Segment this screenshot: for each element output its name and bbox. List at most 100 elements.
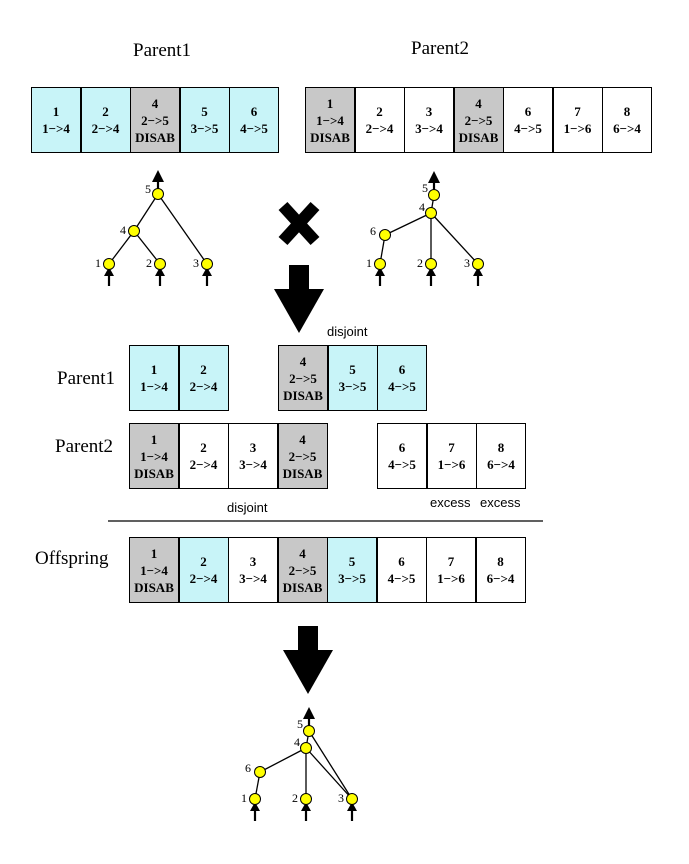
gene-status: DISAB (310, 129, 350, 145)
gene-innov: 5 (201, 104, 208, 119)
network-node (472, 258, 484, 270)
gene-conn: 4−>5 (240, 121, 268, 136)
gene-innov: 6 (524, 104, 532, 119)
input-arrow-head (202, 267, 212, 276)
offspring-row-label: Offspring (35, 548, 109, 569)
parent1-network: 1 2 3 4 5 (95, 170, 213, 286)
input-arrow-head (104, 267, 114, 276)
gene-innov: 6 (398, 362, 406, 377)
gene-conn: 3−>4 (415, 121, 443, 136)
gene-innov: 1 (150, 362, 158, 377)
gene-conn: 2−>5 (288, 562, 317, 578)
input-arrow-head (426, 267, 436, 276)
gene-conn: 3−>4 (239, 457, 267, 472)
gene-innov: 6 (398, 554, 405, 569)
gene-innov: 1 (150, 431, 158, 447)
gene-conn: 2−>4 (189, 457, 218, 472)
gene-innov: 3 (249, 440, 257, 455)
input-arrow-head (375, 267, 385, 276)
input-arrow-head (347, 802, 357, 811)
gene-innov: 4 (299, 431, 306, 447)
gene-box: 7 1−>6 (552, 87, 603, 153)
gene-innov: 7 (574, 104, 581, 119)
network-node (425, 258, 437, 270)
node-label: 3 (193, 256, 199, 270)
gene-conn: 1−>4 (42, 121, 70, 136)
network-node (300, 742, 312, 754)
gene-box: 1 1−>4 (31, 87, 81, 153)
gene-conn: 2−>5 (141, 112, 169, 128)
gene-conn: 1−>4 (140, 562, 168, 578)
gene-conn: 1−>6 (563, 121, 592, 136)
network-edge (384, 212, 432, 236)
node-label: 1 (366, 256, 372, 270)
network-node (128, 225, 140, 237)
network-edge (259, 747, 307, 773)
node-label: 3 (338, 791, 344, 805)
gene-box: 3 3−>4 (404, 87, 454, 153)
gene-box: 1 1−>4 (129, 345, 179, 411)
gene-innov: 1 (150, 545, 158, 561)
down-arrow-icon (274, 265, 324, 333)
gene-conn: 1−>6 (437, 457, 466, 472)
input-arrow-head (155, 267, 165, 276)
node-label: 4 (120, 223, 126, 237)
node-label: 5 (145, 182, 151, 196)
network-edge (157, 193, 208, 265)
gene-conn: 4−>5 (388, 457, 416, 472)
network-node (303, 725, 315, 737)
gene-conn: 2−>5 (464, 112, 493, 128)
node-label: 3 (464, 256, 470, 270)
gene-innov: 6 (250, 104, 258, 119)
network-edge (133, 230, 161, 265)
network-node (346, 793, 358, 805)
gene-conn: 1−>4 (140, 379, 168, 394)
node-label: 1 (241, 791, 247, 805)
node-label: 5 (297, 717, 303, 731)
gene-conn: 2−>4 (365, 121, 394, 136)
gene-conn: 1−>4 (316, 112, 344, 128)
network-node (103, 258, 115, 270)
gene-innov: 2 (200, 440, 207, 455)
gene-innov: 4 (151, 95, 159, 111)
gene-innov: 1 (52, 104, 60, 119)
gene-box: 6 4−>5 (229, 87, 279, 153)
gene-innov: 5 (349, 362, 356, 377)
network-node (425, 207, 437, 219)
down-arrow-icon (283, 626, 333, 694)
gene-innov: 2 (200, 362, 207, 377)
gene-innov: 4 (475, 95, 482, 111)
gene-innov: 2 (200, 554, 207, 569)
gene-status: DISAB (283, 387, 323, 403)
node-label: 2 (146, 256, 152, 270)
gene-innov: 7 (447, 554, 455, 569)
node-label: 5 (422, 181, 428, 195)
gene-innov: 4 (299, 353, 307, 369)
output-arrow-head (303, 707, 315, 719)
node-label: 2 (292, 791, 298, 805)
node-label: 1 (95, 256, 101, 270)
gene-box: 8 6−>4 (476, 423, 526, 489)
gene-innov: 3 (425, 104, 433, 119)
gene-conn: 6−>4 (613, 121, 641, 136)
gene-conn: 3−>5 (338, 571, 366, 586)
gene-innov: 2 (376, 104, 383, 119)
gene-conn: 2−>4 (91, 121, 120, 136)
gene-innov: 8 (497, 440, 505, 455)
gene-innov: 4 (299, 545, 306, 561)
network-node (249, 793, 261, 805)
network-node (201, 258, 213, 270)
gene-status: DISAB (282, 465, 323, 481)
gene-conn: 6−>4 (487, 457, 515, 472)
